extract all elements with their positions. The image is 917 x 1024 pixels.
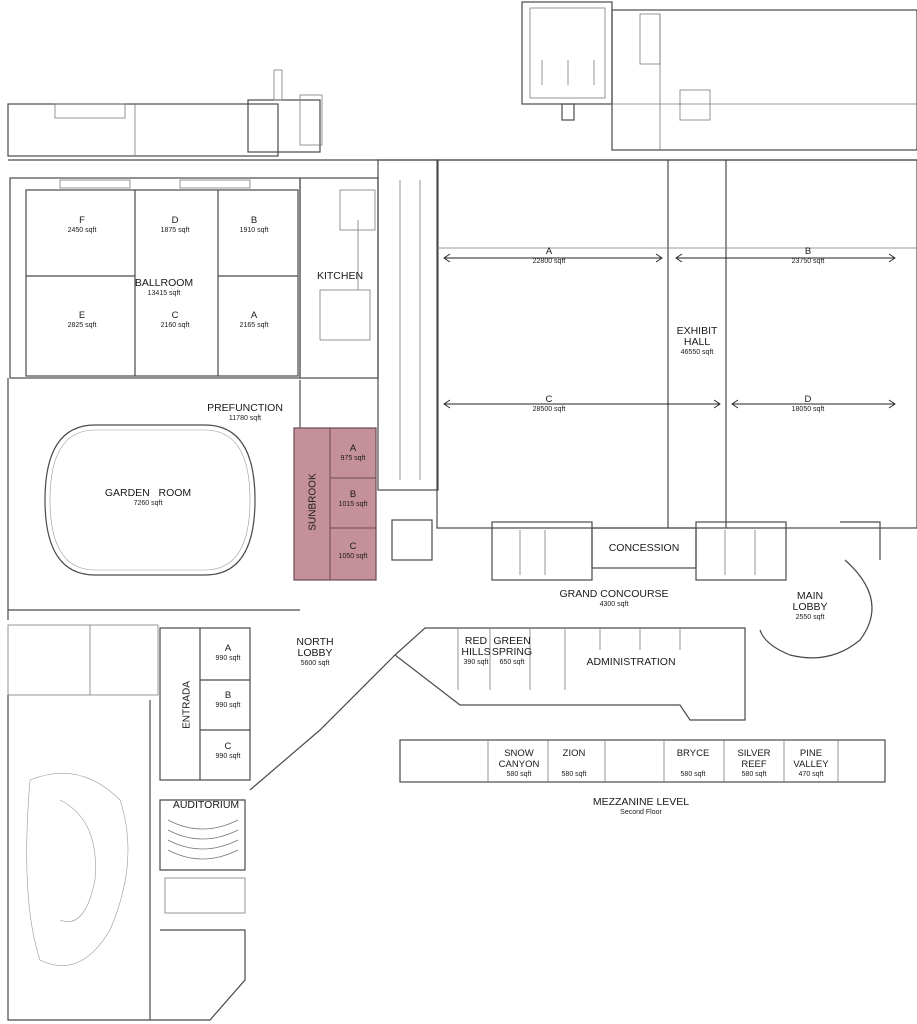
main-lobby-outline: [759, 521, 881, 659]
administration-block: [394, 627, 746, 721]
entrada-label: ENTRADA: [181, 681, 193, 729]
loading-dock: [521, 1, 917, 151]
concession-label: CONCESSION: [608, 542, 680, 554]
auditorium-block: [7, 695, 246, 1021]
kitchen-block: [299, 159, 439, 491]
north-service-strip: [7, 69, 917, 161]
garden-room: [44, 424, 256, 576]
ballroom-block: [9, 177, 301, 379]
kitchen-label: KITCHEN: [316, 270, 364, 282]
administration-label: ADMINISTRATION: [586, 656, 676, 668]
entrada-block: [7, 624, 251, 781]
exhibit-hall-block: [436, 159, 917, 529]
auditorium-label: AUDITORIUM: [172, 799, 240, 811]
concourse-block: [391, 519, 787, 581]
sunbrook-block: [293, 427, 377, 581]
sunbrook-label: SUNBROOK: [307, 473, 319, 531]
mezzanine-strip: [399, 739, 886, 783]
